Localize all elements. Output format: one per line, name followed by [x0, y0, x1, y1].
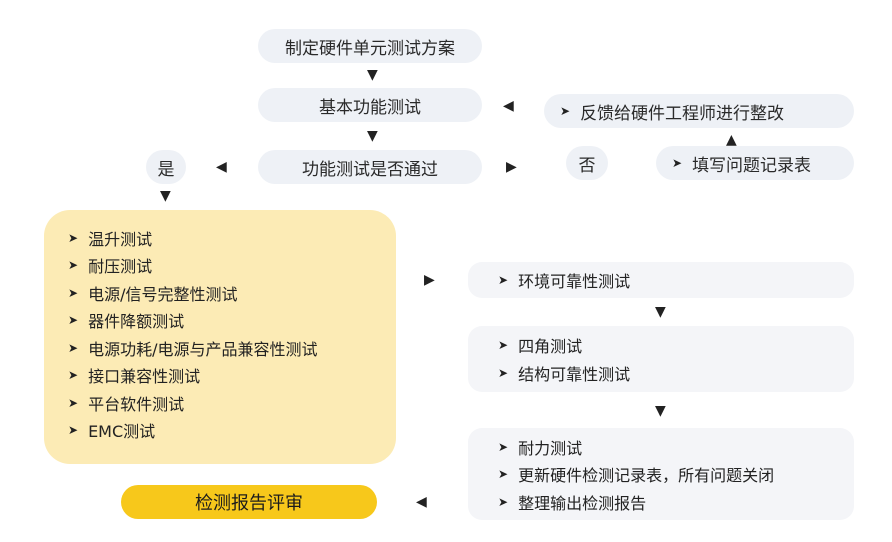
- bullet-icon: ➤: [498, 365, 509, 380]
- arrow-left-feedback: ◀: [503, 98, 514, 114]
- test-item-label: 器件降额测试: [88, 312, 185, 332]
- step-plan-label: 制定硬件单元测试方案: [285, 38, 455, 59]
- test-item-label: 电源/信号完整性测试: [88, 284, 238, 304]
- test-item-label: EMC测试: [88, 422, 156, 442]
- bullet-icon: ➤: [560, 104, 571, 118]
- bullet-icon: ➤: [68, 285, 79, 300]
- list-item: ➤ 器件降额测试: [68, 307, 396, 335]
- list-item: ➤ 耐力测试: [498, 433, 774, 461]
- list-item: ➤ 电源功耗/电源与产品兼容性测试: [68, 334, 396, 362]
- yes-label: 是: [157, 159, 175, 180]
- test-item-label: 耐压测试: [88, 257, 153, 277]
- no-node: 否: [566, 146, 608, 180]
- list-item: ➤ 更新硬件检测记录表，所有问题关闭: [498, 460, 774, 488]
- bullet-icon: ➤: [498, 439, 509, 454]
- arrow-up-feedback: ▲: [726, 132, 737, 148]
- list-item: ➤ 结构可靠性测试: [498, 359, 630, 387]
- arrow-down-yes: ▼: [160, 188, 171, 204]
- step-basic-test-label: 基本功能测试: [319, 97, 421, 118]
- list-item: ➤ 平台软件测试: [68, 389, 396, 417]
- report-review: 检测报告评审: [121, 485, 377, 519]
- arrow-right-to-env: ▶: [424, 272, 435, 288]
- bullet-icon: ➤: [498, 494, 509, 509]
- endurance-box: ➤ 耐力测试 ➤ 更新硬件检测记录表，所有问题关闭 ➤ 整理输出检测报告: [468, 428, 854, 520]
- env-reliability-box: ➤ 环境可靠性测试: [468, 262, 854, 298]
- arrow-down-1: ▼: [367, 67, 378, 83]
- decision-node: 功能测试是否通过: [258, 150, 482, 184]
- bullet-icon: ➤: [68, 258, 79, 273]
- bullet-icon: ➤: [498, 467, 509, 481]
- arrow-left-to-report: ◀: [416, 494, 427, 510]
- list-item: ➤ 电源/信号完整性测试: [68, 279, 396, 307]
- list-item: ➤ 四角测试: [498, 332, 630, 360]
- arrow-down-4: ▼: [655, 403, 666, 419]
- corner-structure-box: ➤ 四角测试 ➤ 结构可靠性测试: [468, 326, 854, 392]
- env-item-label: 环境可靠性测试: [518, 272, 631, 291]
- fill-record-box: ➤ 填写问题记录表: [656, 146, 854, 180]
- yes-node: 是: [146, 150, 186, 184]
- bullet-icon: ➤: [672, 156, 683, 170]
- test-item-label: 平台软件测试: [88, 394, 185, 414]
- tests-group: ➤ 温升测试 ➤ 耐压测试 ➤ 电源/信号完整性测试 ➤ 器件降额测试 ➤ 电源…: [44, 210, 396, 464]
- bullet-icon: ➤: [498, 338, 509, 353]
- feedback-box: ➤ 反馈给硬件工程师进行整改: [544, 94, 854, 128]
- list-item: ➤ 整理输出检测报告: [498, 488, 774, 516]
- test-item-label: 温升测试: [88, 229, 153, 249]
- arrow-down-2: ▼: [367, 128, 378, 144]
- box3-item-label: 耐力测试: [518, 438, 583, 458]
- report-review-label: 检测报告评审: [195, 493, 303, 514]
- arrow-down-3: ▼: [655, 304, 666, 320]
- step-plan: 制定硬件单元测试方案: [258, 29, 482, 63]
- box2-item-label: 四角测试: [518, 337, 583, 357]
- bullet-icon: ➤: [68, 230, 79, 245]
- test-item-label: 电源功耗/电源与产品兼容性测试: [88, 339, 318, 359]
- list-item: ➤ 耐压测试: [68, 252, 396, 280]
- bullet-icon: ➤: [68, 395, 79, 410]
- feedback-label: 反馈给硬件工程师进行整改: [580, 103, 785, 124]
- no-label: 否: [578, 155, 596, 176]
- list-item: ➤ 温升测试: [68, 224, 396, 252]
- bullet-icon: ➤: [68, 423, 79, 438]
- fill-record-label: 填写问题记录表: [692, 155, 812, 176]
- list-item: ➤ 接口兼容性测试: [68, 362, 396, 390]
- bullet-icon: ➤: [498, 273, 509, 287]
- bullet-icon: ➤: [68, 368, 79, 383]
- box2-item-label: 结构可靠性测试: [518, 364, 631, 384]
- decision-label: 功能测试是否通过: [302, 159, 438, 180]
- list-item: ➤ 环境可靠性测试: [498, 266, 630, 294]
- arrow-right-no: ▶: [506, 159, 517, 175]
- box3-item-label: 更新硬件检测记录表，所有问题关闭: [518, 466, 775, 485]
- bullet-icon: ➤: [68, 340, 79, 355]
- box3-item-label: 整理输出检测报告: [518, 493, 647, 513]
- arrow-left-yes: ◀: [216, 159, 227, 175]
- list-item: ➤ EMC测试: [68, 417, 396, 445]
- step-basic-test: 基本功能测试: [258, 88, 482, 122]
- bullet-icon: ➤: [68, 313, 79, 328]
- test-item-label: 接口兼容性测试: [88, 367, 201, 387]
